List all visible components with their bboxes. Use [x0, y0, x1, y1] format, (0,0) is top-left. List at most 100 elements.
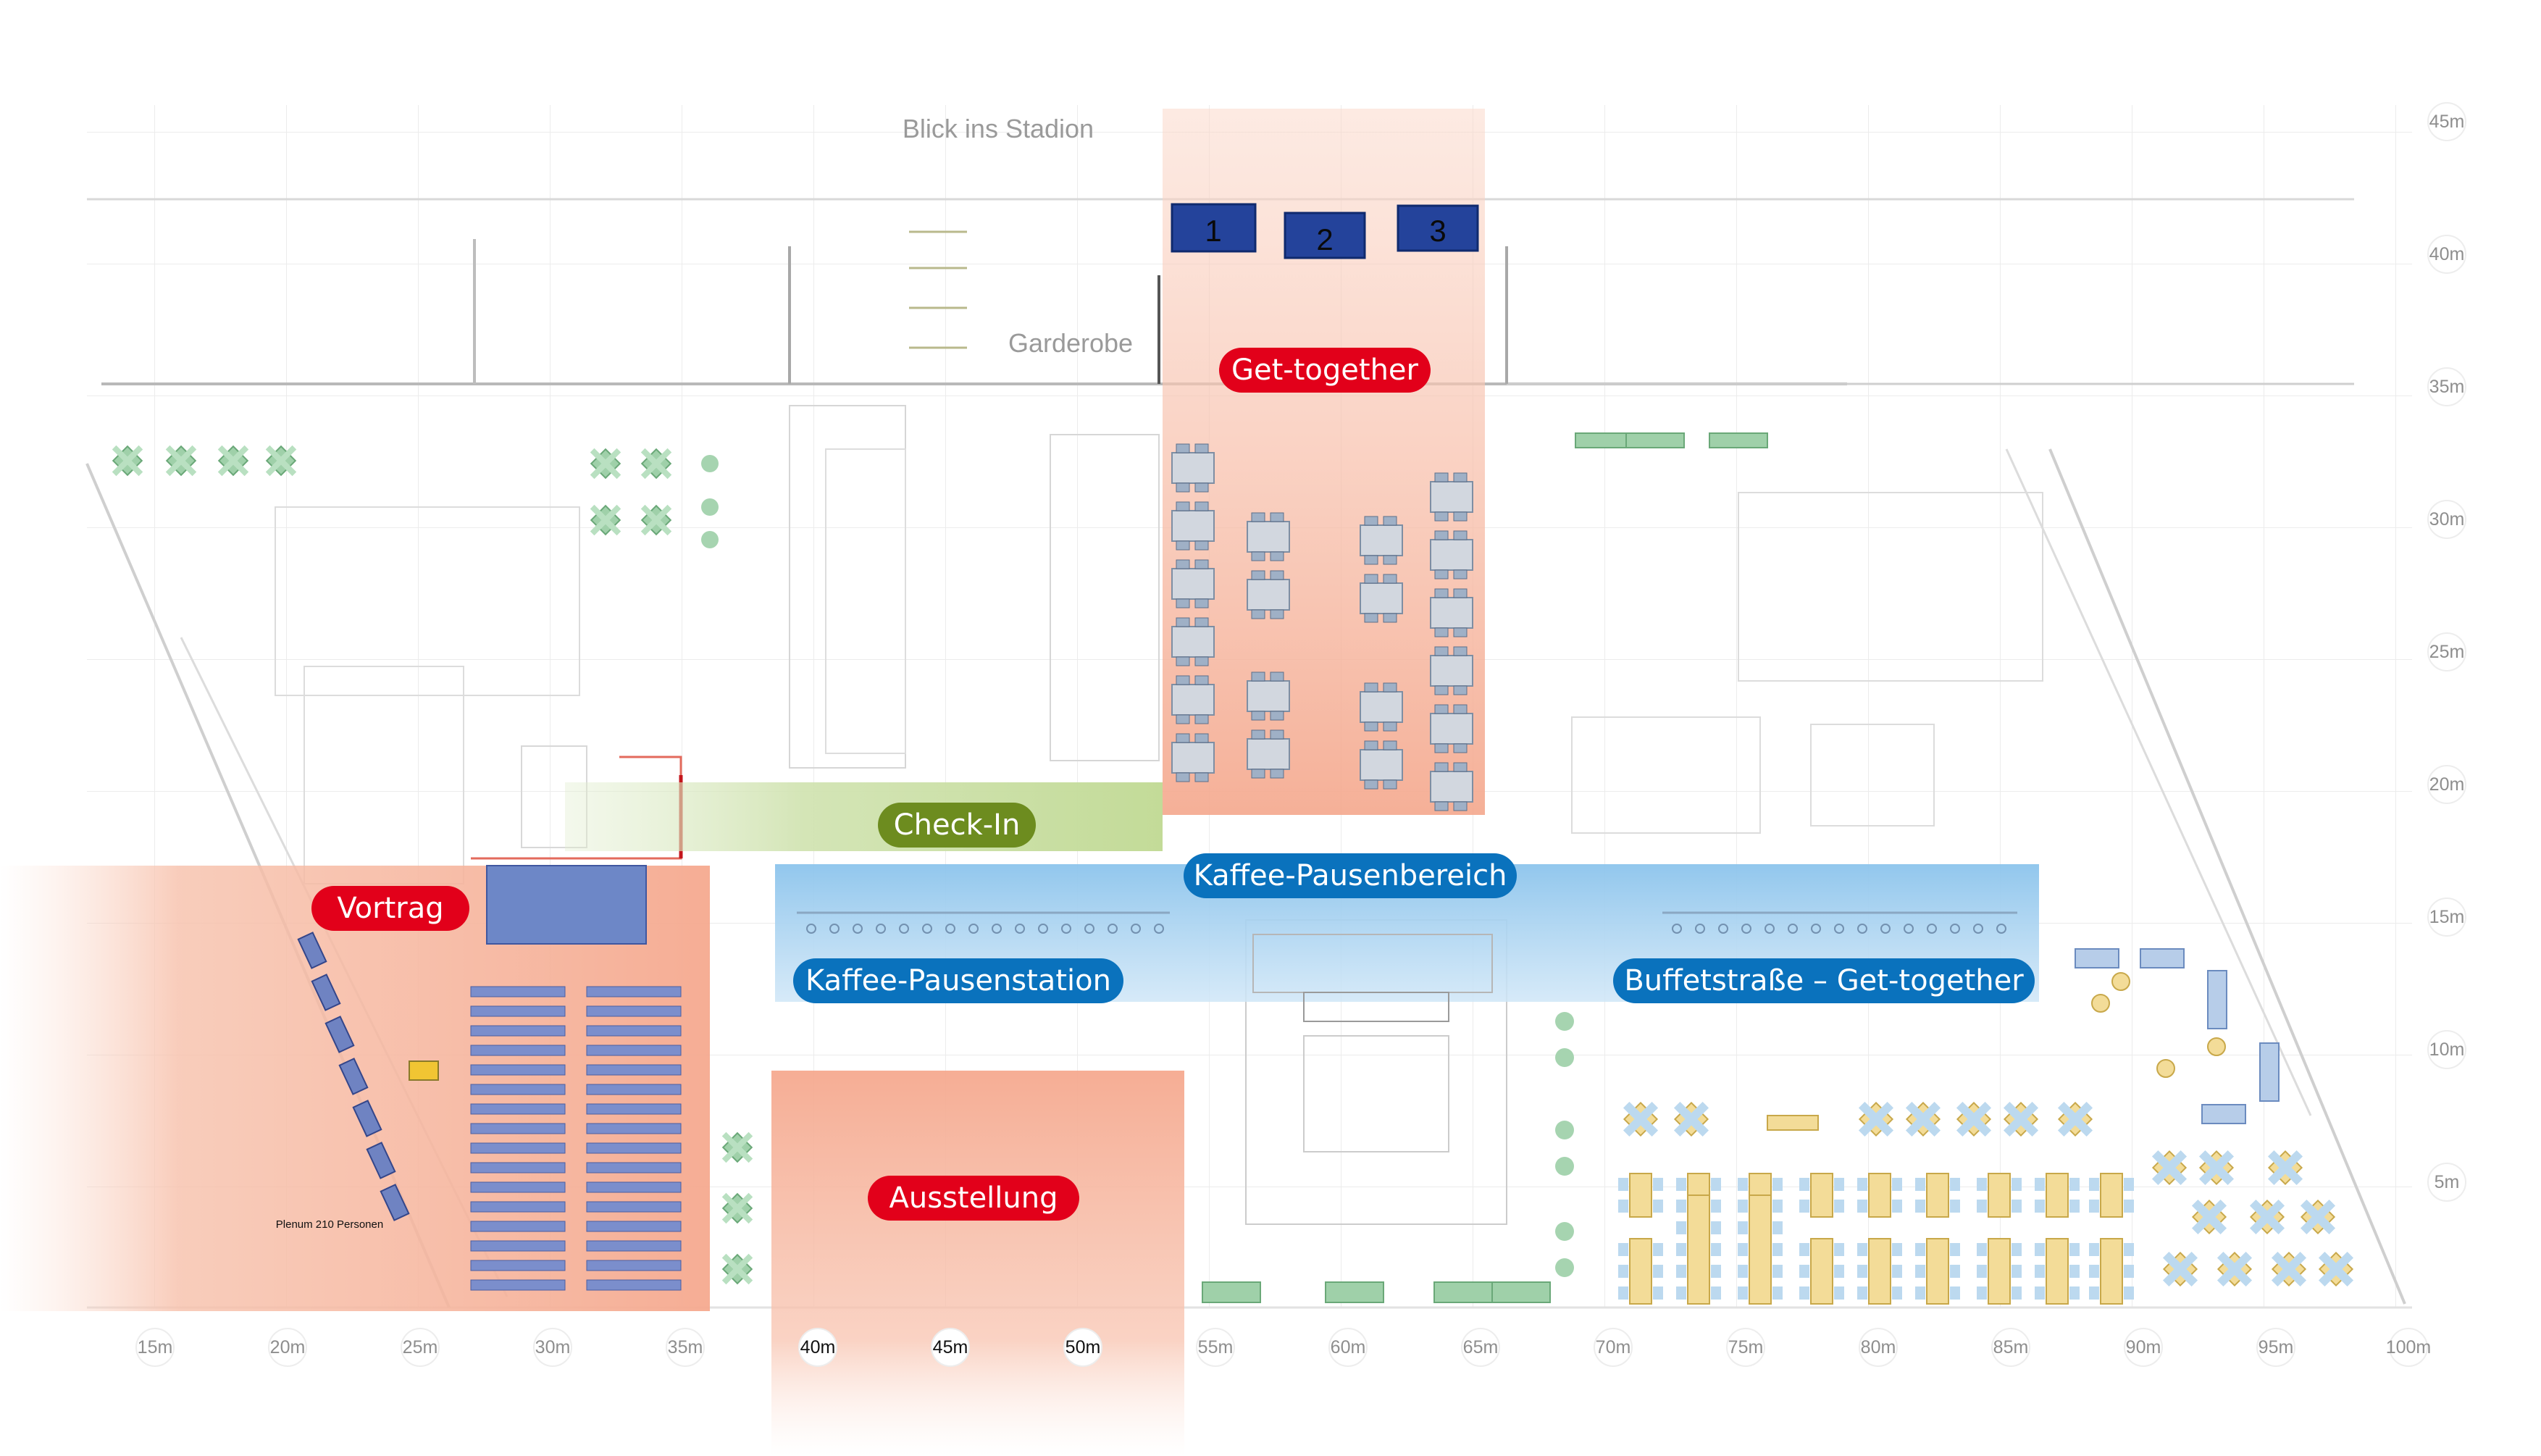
page-title: Blick ins Stadion	[903, 114, 1094, 143]
round-table	[1956, 1101, 1992, 1137]
stage-2	[1284, 212, 1366, 259]
buffet-tables	[1618, 948, 2354, 1305]
seat-row	[470, 1005, 566, 1017]
svg-text:Vortrag: Vortrag	[337, 892, 443, 925]
seat-row	[586, 1181, 682, 1193]
x-tick-marker	[2389, 1328, 2428, 1367]
long-table	[1915, 1238, 1960, 1305]
stool	[1741, 924, 1751, 934]
get-together-table	[1171, 675, 1215, 724]
lounge-sofa	[2140, 948, 2185, 968]
plant	[1555, 1048, 1574, 1067]
x-tick-marker	[1594, 1328, 1633, 1367]
x-tick-marker	[798, 1328, 837, 1367]
x-tick-marker	[268, 1328, 307, 1367]
x-tick-label: 75m	[1728, 1337, 1764, 1357]
stool	[829, 924, 840, 934]
stool	[1996, 924, 2006, 934]
green-bench	[1625, 432, 1685, 448]
round-table	[1858, 1101, 1894, 1137]
stool	[806, 924, 816, 934]
y-tick-label: 30m	[2429, 509, 2465, 530]
round-table	[2318, 1251, 2354, 1287]
seat-row	[470, 1260, 566, 1271]
zone-label-buffetstrasse: Buffetstraße – Get-together	[1613, 958, 2035, 1003]
x-tick-label: 95m	[2259, 1337, 2294, 1357]
side-table	[366, 1142, 396, 1179]
plant	[701, 498, 719, 516]
x-tick-label: 35m	[668, 1337, 703, 1357]
long-table	[1799, 1173, 1844, 1218]
stages: 1 2 3	[1171, 203, 1479, 259]
long-table	[1915, 1173, 1960, 1218]
stool	[1950, 924, 1960, 934]
x-tick-label: 90m	[2126, 1337, 2161, 1357]
get-together-table	[1171, 733, 1215, 782]
get-together-table	[1247, 671, 1290, 721]
long-table	[1618, 1173, 1663, 1218]
green-table	[721, 1192, 753, 1224]
seat-row	[586, 986, 682, 997]
lectern	[409, 1060, 439, 1081]
green-table	[165, 445, 197, 477]
seat-row	[470, 1279, 566, 1291]
stage-3	[1397, 204, 1479, 252]
stage-3-label: 3	[1429, 214, 1446, 248]
green-table	[640, 448, 672, 480]
stool	[1695, 924, 1705, 934]
y-tick-marker	[2427, 1030, 2466, 1069]
get-together-table	[1360, 516, 1403, 565]
green-table	[590, 504, 621, 536]
long-table	[1738, 1194, 1783, 1305]
seat-row	[586, 1201, 682, 1213]
round-table	[2162, 1251, 2198, 1287]
lounge-sofa	[2207, 970, 2227, 1029]
x-tick-marker	[1991, 1328, 2030, 1367]
seat-row	[470, 1064, 566, 1076]
x-tick-marker	[1461, 1328, 1500, 1367]
round-table	[2198, 1150, 2235, 1186]
check-in-area	[565, 782, 1163, 851]
round-table	[2057, 1101, 2093, 1137]
bar-counters	[797, 911, 2017, 1022]
svg-text:Check-In: Check-In	[894, 808, 1021, 842]
round-table	[1623, 1101, 1659, 1137]
ausstellung-area	[771, 1071, 1184, 1456]
plenum-label: Plenum 210 Personen	[276, 1218, 383, 1231]
green-bench	[1575, 432, 1634, 448]
lounge-table	[2111, 972, 2130, 991]
long-table	[1977, 1238, 2022, 1305]
zone-label-vortrag: Vortrag	[311, 886, 469, 931]
x-tick-marker	[1859, 1328, 1898, 1367]
stool	[1904, 924, 1914, 934]
seat-row	[470, 1142, 566, 1154]
get-together-table	[1430, 530, 1473, 580]
x-tick-label: 100m	[2386, 1337, 2432, 1357]
stool	[1084, 924, 1094, 934]
svg-text:Get-together: Get-together	[1231, 353, 1419, 387]
stool	[922, 924, 932, 934]
x-tick-marker	[1726, 1328, 1765, 1367]
get-together-table	[1430, 646, 1473, 695]
stool	[1973, 924, 1983, 934]
seat-row	[470, 1103, 566, 1115]
x-tick-marker	[1328, 1328, 1368, 1367]
y-tick-marker	[2427, 102, 2466, 141]
plenum-seating	[297, 865, 682, 1291]
x-tick-marker	[533, 1328, 572, 1367]
x-tick-label: 25m	[403, 1337, 438, 1357]
seat-row	[470, 986, 566, 997]
y-tick-marker	[2427, 765, 2466, 804]
stool	[1811, 924, 1821, 934]
x-tick-label: 85m	[1993, 1337, 2029, 1357]
round-table	[2191, 1199, 2227, 1235]
get-together-table	[1360, 740, 1403, 790]
lounge-table	[2091, 994, 2110, 1013]
svg-text:Ausstellung: Ausstellung	[889, 1181, 1058, 1215]
stool	[876, 924, 886, 934]
long-table	[1977, 1173, 2022, 1218]
outdoor-tables	[112, 432, 1768, 1303]
long-table	[1857, 1173, 1902, 1218]
y-tick-label: 25m	[2429, 642, 2465, 662]
